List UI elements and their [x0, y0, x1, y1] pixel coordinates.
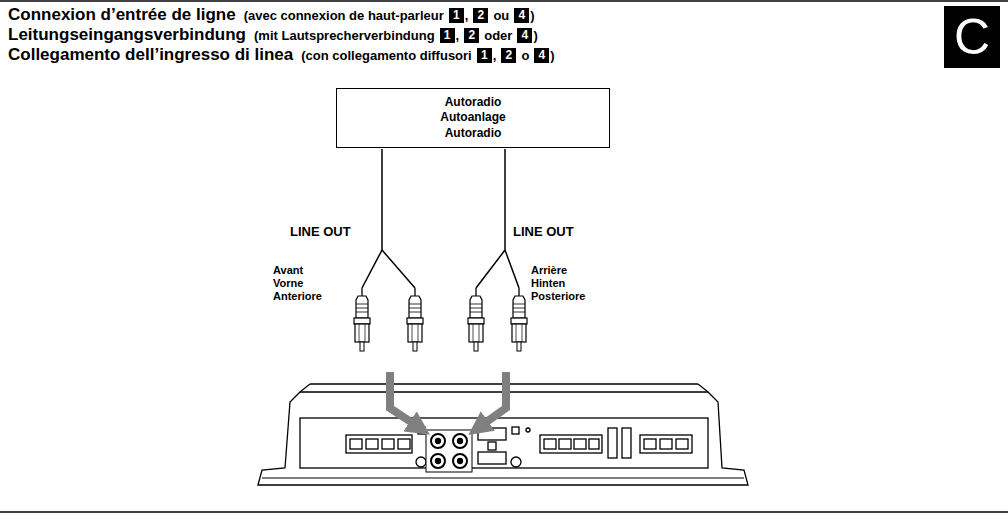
rca-plug [354, 288, 370, 351]
heading-note: (con collegamento diffusori [301, 48, 471, 63]
callout-digit: 2 [506, 49, 513, 61]
heading-note: (mit Lautsprecherverbindung [254, 28, 435, 43]
heading-note: ) [530, 8, 534, 23]
signal-name: LINE OUT [513, 224, 574, 240]
rca-plug [407, 288, 423, 351]
heading-note: oder [484, 28, 512, 43]
callout-number: 1 [477, 48, 492, 63]
channel-label: Avant Vorne Anteriore [273, 264, 322, 304]
callout-digit: 1 [481, 49, 488, 61]
heading-text: Connexion d’entrée de ligne [8, 5, 236, 25]
signal-name: LINE OUT [290, 224, 351, 240]
rca-plug [511, 288, 527, 351]
head-unit-name: Autoradio Autoanlage Autoradio [440, 95, 505, 142]
heading-note: , [493, 48, 497, 63]
heading-note: , [465, 8, 469, 23]
callout-number: 4 [514, 8, 529, 23]
callout-number: 2 [464, 28, 479, 43]
heading-text: Collegamento dell’ingresso di linea [8, 45, 293, 65]
insert-arrow [390, 372, 420, 428]
heading-note: o [521, 48, 529, 63]
section-letter: C [944, 6, 1000, 68]
rear-cable [476, 149, 519, 288]
heading-note: , [456, 28, 460, 43]
callout-digit: 4 [522, 29, 529, 41]
bottom-rule [0, 511, 1008, 513]
heading-note: ) [533, 28, 537, 43]
heading-note: (avec connexion de haut-parleur [244, 8, 444, 23]
top-rule [0, 0, 1008, 2]
callout-number: 2 [501, 48, 516, 63]
head-unit-box: Autoradio Autoanlage Autoradio [336, 88, 610, 148]
heading-line: Collegamento dell’ingresso di linea (con … [8, 45, 555, 65]
callout-digit: 1 [444, 29, 451, 41]
callout-number: 4 [534, 48, 549, 63]
callout-number: 1 [440, 28, 455, 43]
front-cable [362, 149, 415, 288]
callout-digit: 2 [478, 9, 485, 21]
channel-label: Arrière Hinten Posteriore [531, 264, 585, 304]
callout-digit: 4 [538, 49, 545, 61]
rca-plug [468, 288, 484, 351]
callout-digit: 1 [453, 9, 460, 21]
callout-digit: 4 [518, 9, 525, 21]
callout-number: 1 [449, 8, 464, 23]
heading-text: Leitungseingangsverbindung [8, 25, 246, 45]
insert-arrow [478, 372, 506, 428]
callout-number: 2 [473, 8, 488, 23]
heading-note: ) [550, 48, 554, 63]
callout-digit: 2 [468, 29, 475, 41]
heading-note: ou [493, 8, 509, 23]
callout-number: 4 [517, 28, 532, 43]
section-letter-text: C [954, 12, 990, 62]
heading-line: Leitungseingangsverbindung (mit Lautsprec… [8, 25, 538, 45]
heading-line: Connexion d’entrée de ligne (avec connexi… [8, 5, 535, 25]
